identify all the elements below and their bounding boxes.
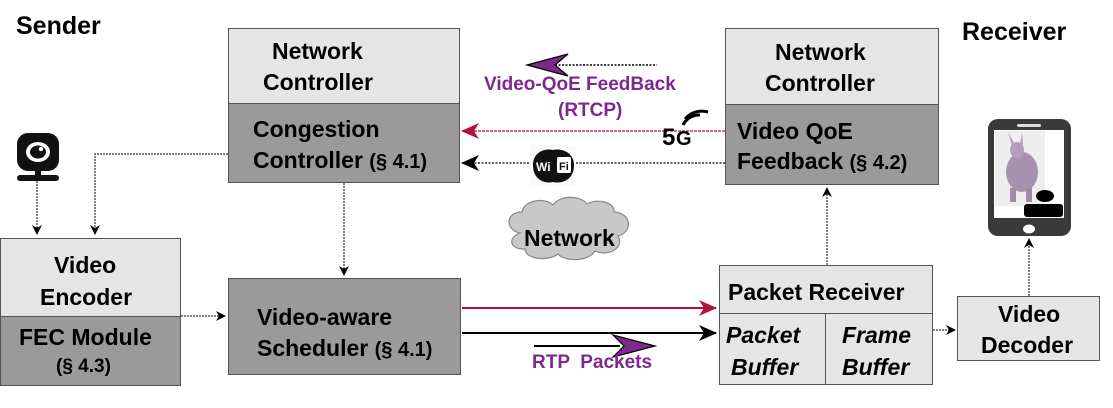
video-aware-scheduler [228, 278, 461, 375]
video-qoe-feedback-label-2: Feedback (§ 4.2) [737, 146, 907, 179]
video-encoder-header [0, 238, 181, 317]
smartphone-icon [988, 119, 1071, 236]
congestion-controller-label-2-text: Controller [253, 147, 363, 173]
scheduler-label-2: Scheduler (§ 4.1) [257, 333, 432, 366]
fec-module [0, 316, 181, 386]
frame-buffer-label-1: Frame [842, 322, 912, 348]
scheduler-label-1: Video-aware [257, 304, 393, 330]
wifi-icon: Wi Fi [530, 145, 576, 187]
video-decoder-label-1: Video [998, 301, 1061, 327]
webcam-icon [17, 133, 59, 181]
packet-buffer-label-2: Buffer [731, 354, 799, 380]
network-label: Network [524, 225, 615, 251]
svg-text:Wi: Wi [536, 160, 551, 174]
5g-icon: 5 G [662, 109, 709, 151]
congestion-controller-label-1: Congestion [253, 116, 380, 142]
video-encoder-title-1: Video [54, 252, 117, 278]
svg-text:G: G [676, 128, 692, 150]
frame-buffer-label-2: Buffer [842, 354, 910, 380]
frame-buffer [825, 313, 933, 385]
congestion-controller-label-2: Controller (§ 4.1) [253, 145, 427, 178]
sender-network-controller-header [228, 28, 460, 104]
scheduler-label-2-text: Scheduler [257, 335, 369, 361]
video-decoder [957, 296, 1100, 361]
scheduler-section: (§ 4.1) [374, 339, 433, 361]
sender-label: Sender [16, 12, 101, 40]
receiver-label: Receiver [962, 18, 1067, 46]
video-encoder-title-2: Encoder [40, 284, 133, 310]
congestion-controller-section: (§ 4.1) [369, 151, 428, 173]
sender-nc-title-2: Controller [263, 69, 373, 95]
svg-text:5: 5 [662, 124, 675, 151]
fec-module-section: (§ 4.3) [56, 356, 111, 377]
feedback-label-2: (RTCP) [558, 100, 623, 121]
feedback-label-1: Video-QoE FeedBack [484, 74, 676, 95]
svg-text:Fi: Fi [559, 161, 569, 173]
fec-module-label: FEC Module [19, 324, 152, 350]
packet-buffer [719, 313, 826, 385]
video-decoder-label-2: Decoder [981, 332, 1074, 358]
video-qoe-feedback-label-1: Video QoE [737, 118, 853, 144]
video-qoe-feedback-label-2-text: Feedback [737, 148, 844, 174]
sender-nc-title-1: Network [272, 38, 363, 64]
video-qoe-feedback-module [725, 104, 939, 185]
packet-buffer-label-1: Packet [726, 322, 801, 348]
cc-to-encoder-arrow [90, 153, 228, 235]
packet-receiver-title: Packet Receiver [728, 279, 905, 305]
receiver-nc-title-1: Network [775, 39, 866, 65]
receiver-nc-title-2: Controller [765, 70, 875, 96]
congestion-controller-module [228, 103, 460, 183]
rtp-packets-label: RTP Packets [532, 352, 653, 373]
video-qoe-feedback-section: (§ 4.2) [849, 152, 908, 174]
